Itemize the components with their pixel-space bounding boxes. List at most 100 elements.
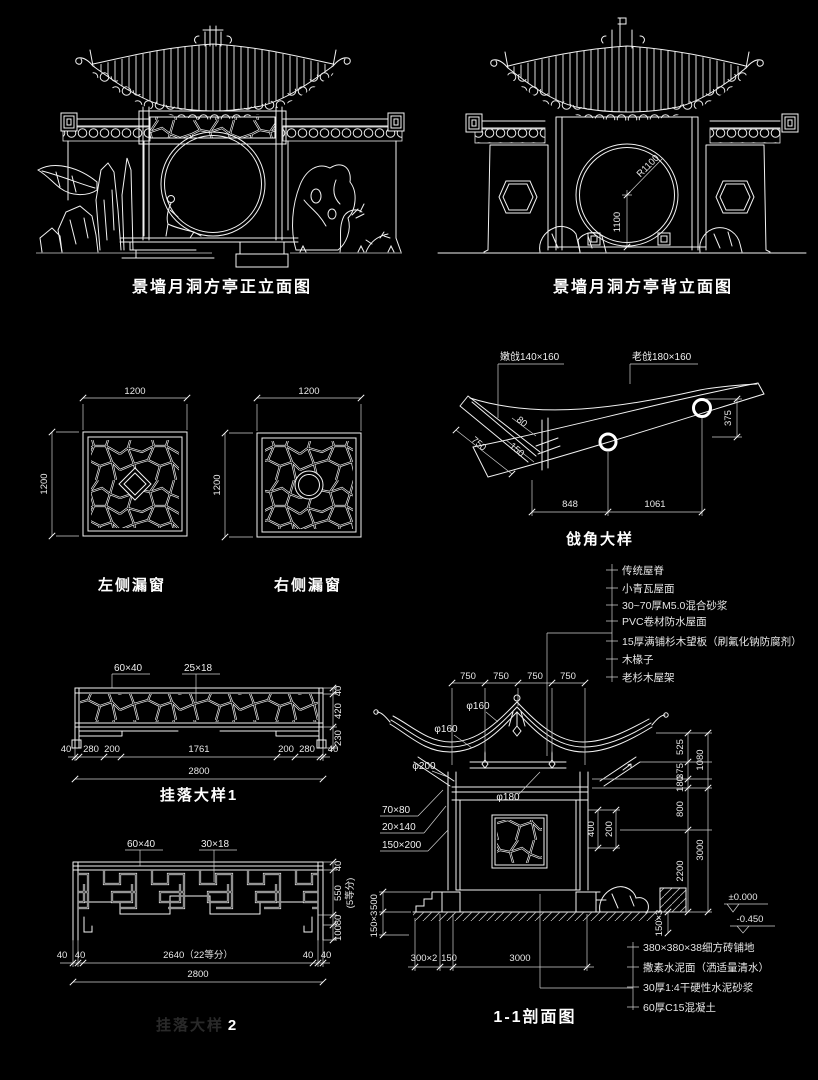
section-topdim-2: 750 [527, 671, 543, 682]
gualuo2-ldim-40a: 40 [57, 950, 68, 961]
section-title: 1-1剖面图 [493, 1007, 576, 1026]
section-top-dims: 750 750 750 750 [448, 671, 589, 765]
section-bdim-150: 150 [441, 953, 457, 964]
section-phi200: φ200 [412, 761, 436, 772]
section-level-marks: ±0.000 -0.450 [724, 892, 775, 934]
gualuo1-drawing: 60×40 25×18 40 420 230 40 280 200 1761 2… [61, 663, 344, 804]
section-topdim-3: 750 [560, 671, 576, 682]
front-seated-figure [165, 195, 202, 239]
roof-note-4: 15厚满铺杉木望板（刷氟化钠防腐剂） [622, 635, 802, 648]
back-height-dim: 1100 [612, 212, 623, 232]
section-left-dims: 500 150×3 [369, 888, 430, 939]
section-topdim-0: 750 [460, 671, 476, 682]
section-phi160a: φ160 [466, 701, 490, 712]
section-roof [373, 694, 669, 787]
left-window-dimensions: 1200 1200 [39, 386, 191, 540]
section-floor-notes: 380×380×38细方砖铺地 撒素水泥面（洒适量清水） 30厚1:4干硬性水泥… [539, 894, 769, 1014]
back-radius-label: R1100 [635, 153, 662, 180]
gualuo2-drawing: 60×40 30×18 40 550 (5等分) 80 100 40 40 26… [57, 839, 356, 1034]
front-ridge-ornament [194, 25, 232, 47]
gualuo1-crackle-band [80, 694, 318, 722]
section-topdim-1: 750 [493, 671, 509, 682]
corner-labels: 嫩戗140×160 老戗180×160 [497, 350, 698, 418]
front-scenery-right [292, 164, 395, 253]
section-member-labels: 70×80 20×140 150×200 [380, 789, 449, 852]
level-zero-label: ±0.000 [729, 892, 758, 903]
gualuo2-center-dim: 2640（22等分） [163, 949, 233, 961]
section-rdim-800: 800 [675, 801, 686, 817]
roof-note-0: 传统屋脊 [622, 564, 664, 577]
gualuo1-dim-5: 280 [299, 744, 315, 755]
gualuo2-lattice-label: 30×18 [201, 839, 230, 850]
section-rdim-1080: 1080 [695, 749, 706, 770]
gualuo1-dim-6: 40 [328, 744, 339, 755]
section-rdim-180: 180 [675, 776, 686, 792]
section-mid-dims: 400 200 [586, 806, 620, 852]
corner-dim-375: 375 [723, 410, 734, 426]
corner-rafter-lines [459, 382, 765, 478]
section-ldim-150x3: 150×3 [369, 911, 380, 938]
laoqiang-label: 老戗180×160 [632, 350, 692, 363]
roof-note-1: 小青瓦屋面 [622, 582, 675, 595]
corner-dim-80: 80 [514, 414, 529, 429]
level-neg-symbol-icon [730, 925, 775, 934]
corner-purlin-circle-right [692, 398, 712, 418]
section-phi180: φ180 [496, 792, 520, 803]
section-roof-notes: 传统屋脊 小青瓦屋面 30~70厚M5.0混合砂浆 PVC卷材防水屋面 15厚满… [546, 564, 802, 756]
gualuo2-rdim-5parts: (5等分) [344, 878, 356, 909]
section-middim-200: 200 [604, 821, 615, 837]
gualuo1-frame-label: 60×40 [114, 663, 143, 674]
section-member-20x140: 20×140 [382, 822, 416, 833]
section-phi160b: φ160 [434, 724, 458, 735]
gualuo1-rdim-40: 40 [333, 686, 344, 697]
gualuo2-rdim-40a: 40 [303, 950, 314, 961]
section-rdim-150x3: 150×3 [654, 910, 665, 937]
roof-note-6: 老杉木屋架 [622, 671, 675, 684]
back-flank-walls [483, 144, 771, 253]
corner-dim-848: 848 [562, 499, 578, 510]
level-zero-symbol-icon [724, 903, 768, 913]
gualuo1-title: 挂落大样1 [160, 786, 238, 804]
section-rdim-375: 375 [675, 763, 686, 779]
gualuo2-total-dim: 2800 [187, 969, 208, 980]
gualuo2-bottom-dims: 40 40 2640（22等分） 40 40 2800 [57, 940, 331, 986]
gualuo2-title-faded: 挂落大样 [156, 1016, 224, 1034]
section-drawing: 750 750 750 750 φ160 φ160 φ200 φ180 70×8… [369, 564, 802, 1026]
right-window-width-dim: 1200 [298, 386, 319, 397]
gualuo1-bottom-dims: 40 280 200 1761 200 280 40 2800 [61, 744, 339, 783]
gualuo2-rdim-550: 550 [333, 885, 344, 901]
gualuo1-dim-4: 200 [278, 744, 294, 755]
back-dimensions: R1100 1100 [612, 153, 664, 251]
gualuo1-dim-3: 1761 [188, 744, 209, 755]
front-roof-rafters [93, 44, 333, 111]
gualuo2-frame-label: 60×40 [127, 839, 156, 850]
section-bdim-3000: 3000 [509, 953, 530, 964]
roof-note-5: 木椽子 [622, 653, 654, 666]
section-ground [412, 886, 687, 921]
roof-note-2: 30~70厚M5.0混合砂浆 [622, 599, 728, 612]
gualuo2-title-number: 2 [228, 1017, 238, 1034]
gualuo1-dim-0: 40 [61, 744, 72, 755]
front-scenery-left [37, 157, 134, 253]
section-structure [441, 761, 597, 913]
front-elevation-title: 景墙月洞方亭正立面图 [132, 277, 312, 296]
right-lattice-window: 1200 1200 右侧漏窗 [212, 386, 365, 594]
section-bottom-dims: 300×2 150 3000 [408, 914, 594, 971]
floor-note-0: 380×380×38细方砖铺地 [643, 941, 755, 954]
corner-purlin-circle-mid [598, 432, 618, 452]
gualuo2-labels: 60×40 30×18 [125, 839, 237, 882]
gualuo1-rdim-420: 420 [333, 703, 344, 719]
gualuo2-rdim-100: 100 [333, 925, 344, 941]
nenqiang-label: 嫩戗140×160 [500, 350, 560, 363]
left-window-center-diamond [118, 467, 152, 501]
gualuo2-right-dims: 40 550 (5等分) 80 100 [318, 858, 356, 944]
section-right-step-dim: 150×3 [654, 908, 672, 937]
section-member-150x200: 150×200 [382, 840, 422, 851]
gualuo1-dim-1: 280 [83, 744, 99, 755]
section-member-70x80: 70×80 [382, 805, 411, 816]
section-ldim-500: 500 [369, 894, 380, 910]
right-window-title: 右侧漏窗 [274, 576, 342, 594]
right-window-center-circle [294, 470, 324, 500]
section-rdim-525: 525 [675, 739, 686, 755]
section-right-dims: 525 375 180 800 2200 1080 3000 [592, 729, 712, 916]
